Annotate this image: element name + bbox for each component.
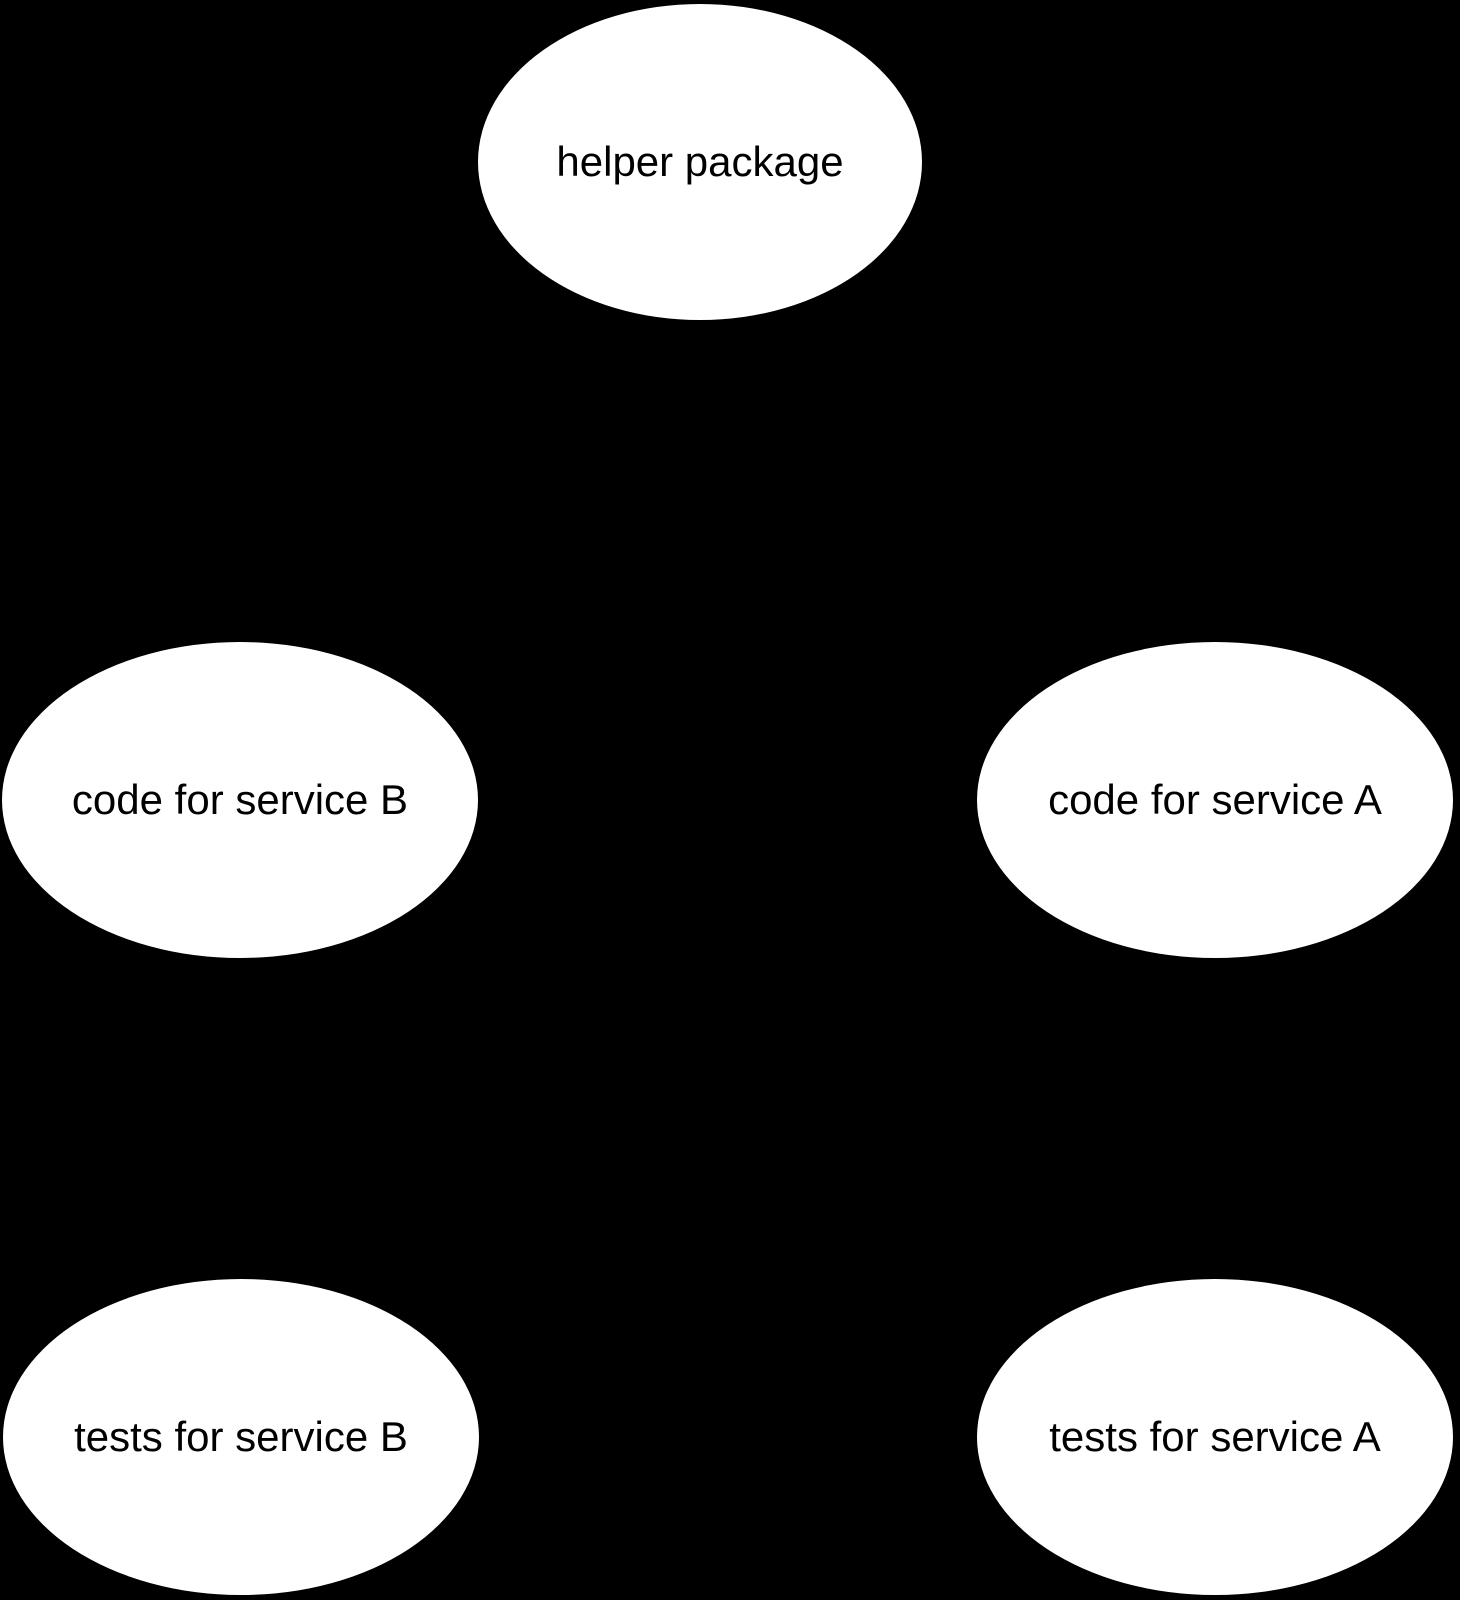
- node-tests-for-service-b-label: tests for service B: [74, 1412, 408, 1460]
- node-code-for-service-b-label: code for service B: [71, 775, 409, 823]
- node-tests-for-service-b: tests for service B: [3, 1279, 479, 1595]
- node-code-for-service-b: code for service B: [2, 642, 478, 958]
- node-code-for-service-a: code for service A: [977, 642, 1453, 958]
- node-code-for-service-a-label: code for service A: [1048, 775, 1382, 823]
- node-helper-package-label: helper package: [556, 137, 844, 185]
- node-tests-for-service-a-label: tests for service A: [1049, 1412, 1381, 1460]
- node-tests-for-service-a: tests for service A: [977, 1279, 1453, 1595]
- node-helper-package: helper package: [478, 4, 922, 320]
